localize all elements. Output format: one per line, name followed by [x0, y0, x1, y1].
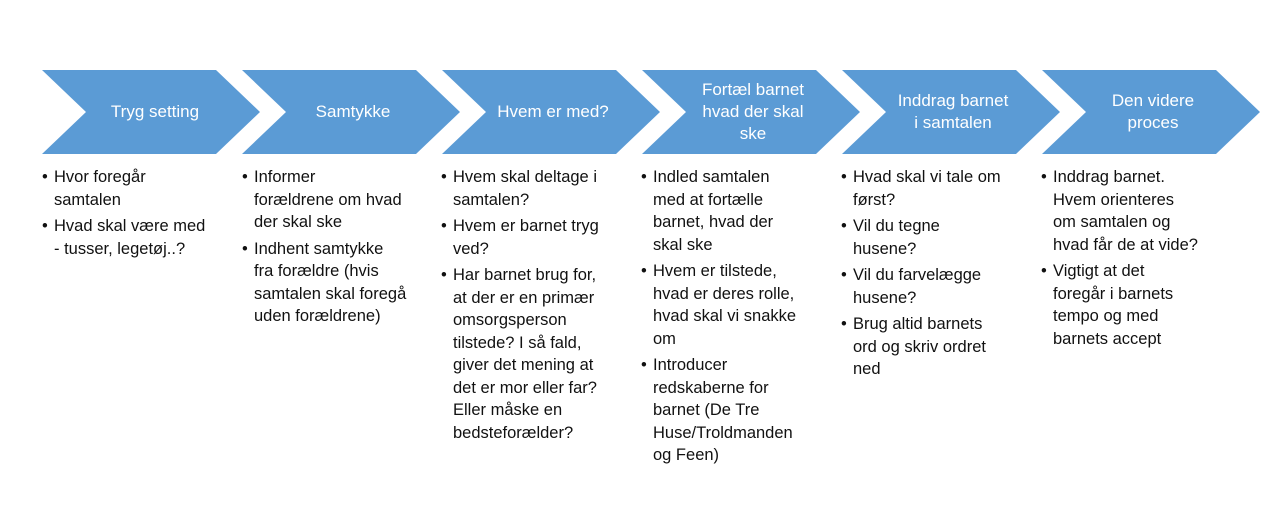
bullet-text: Inddrag barnet. Hvem orienteres om samta… [1053, 168, 1198, 254]
step-4-bullets: • Indled samtalen med at fortælle barnet,… [641, 166, 819, 471]
step-2-bullets: • Informer forældrene om hvad der skal sk… [242, 166, 420, 332]
list-item: • Hvem skal deltage i samtalen? [441, 166, 619, 211]
list-item: • Vil du tegne husene? [841, 215, 1019, 260]
chevron-step-1 [42, 70, 260, 154]
step-title-5: Inddrag barnet i samtalen [880, 70, 1026, 154]
bullet-icon: • [42, 168, 48, 186]
step-title-text: Samtykke [315, 102, 391, 121]
list-item: • Indhent samtykke fra forældre (hvis sam… [242, 238, 420, 328]
bullet-text: Hvem er barnet tryg ved? [453, 217, 599, 258]
bullet-icon: • [841, 315, 847, 333]
bullet-text: Hvad skal vi tale om først? [853, 168, 1001, 209]
step-1-bullets: • Hvor foregår samtalen • Hvad skal være m… [42, 166, 220, 264]
step-3-bullets: • Hvem skal deltage i samtalen? • Hvem er … [441, 166, 619, 448]
bullet-icon: • [1041, 262, 1047, 280]
step-6-bullets: • Inddrag barnet. Hvem orienteres om samt… [1041, 166, 1219, 354]
list-item: • Informer forældrene om hvad der skal sk… [242, 166, 420, 234]
list-item: • Inddrag barnet. Hvem orienteres om samt… [1041, 166, 1219, 256]
step-title-4: Fortæl barnet hvad der skal ske [680, 70, 826, 154]
list-item: • Hvem er barnet tryg ved? [441, 215, 619, 260]
step-5-bullets: • Hvad skal vi tale om først? • Vil du teg… [841, 166, 1019, 385]
step-title-1: Tryg setting [82, 70, 228, 154]
bullet-icon: • [242, 168, 248, 186]
bullet-icon: • [841, 266, 847, 284]
step-title-6: Den videre proces [1080, 70, 1226, 154]
list-item: • Hvem er tilstede, hvad er deres rolle, … [641, 260, 819, 350]
step-title-text: Fortæl barnet hvad der skal ske [701, 80, 805, 143]
bullet-icon: • [42, 217, 48, 235]
list-item: • Hvad skal vi tale om først? [841, 166, 1019, 211]
bullet-text: Vil du farvelægge husene? [853, 266, 982, 307]
bullet-icon: • [641, 262, 647, 280]
bullet-icon: • [441, 266, 447, 284]
bullet-text: Hvem skal deltage i samtalen? [453, 168, 597, 209]
bullet-icon: • [841, 168, 847, 186]
chevron-step-5 [842, 70, 1060, 154]
bullet-text: Hvor foregår samtalen [54, 168, 146, 209]
list-item: • Vil du farvelægge husene? [841, 264, 1019, 309]
bullet-icon: • [641, 356, 647, 374]
bullet-text: Vil du tegne husene? [853, 217, 940, 258]
list-item: • Har barnet brug for, at der er en primæ… [441, 264, 619, 444]
bullet-icon: • [1041, 168, 1047, 186]
bullet-text: Brug altid barnets ord og skriv ordret n… [853, 315, 986, 378]
list-item: • Hvad skal være med - tusser, legetøj..? [42, 215, 220, 260]
bullet-icon: • [841, 217, 847, 235]
chevron-row [42, 70, 1260, 154]
step-title-text: Tryg setting [110, 102, 200, 121]
bullet-icon: • [441, 168, 447, 186]
chevron-step-4 [642, 70, 860, 154]
bullet-icon: • [641, 168, 647, 186]
bullet-text: Indhent samtykke fra forældre (hvis samt… [254, 239, 407, 326]
step-title-3: Hvem er med? [480, 70, 626, 154]
list-item: • Indled samtalen med at fortælle barnet,… [641, 166, 819, 256]
step-title-2: Samtykke [280, 70, 426, 154]
bullet-icon: • [242, 239, 248, 258]
list-item: • Hvor foregår samtalen [42, 166, 220, 211]
bullet-text: Hvem er tilstede, hvad er deres rolle, h… [653, 262, 797, 348]
bullet-icon: • [441, 217, 447, 235]
bullet-text: Introducer redskaberne for barnet (De Tr… [653, 356, 793, 464]
chevron-step-6 [1042, 70, 1260, 154]
bullet-text: Indled samtalen med at fortælle barnet, … [653, 168, 774, 254]
chevron-step-2 [242, 70, 460, 154]
step-title-text: Den videre proces [1111, 91, 1195, 132]
step-title-text: Inddrag barnet i samtalen [897, 91, 1009, 132]
step-title-text: Hvem er med? [497, 102, 609, 121]
list-item: • Brug altid barnets ord og skriv ordret … [841, 313, 1019, 381]
bullet-text: Hvad skal være med - tusser, legetøj..? [54, 217, 206, 258]
bullet-text: Har barnet brug for, at der er en primær… [453, 266, 597, 442]
list-item: • Vigtigt at det foregår i barnets tempo … [1041, 260, 1219, 350]
list-item: • Introducer redskaberne for barnet (De T… [641, 354, 819, 467]
bullet-text: Informer forældrene om hvad der skal ske [254, 168, 402, 231]
bullet-text: Vigtigt at det foregår i barnets tempo o… [1053, 262, 1174, 348]
chevron-step-3 [442, 70, 660, 154]
